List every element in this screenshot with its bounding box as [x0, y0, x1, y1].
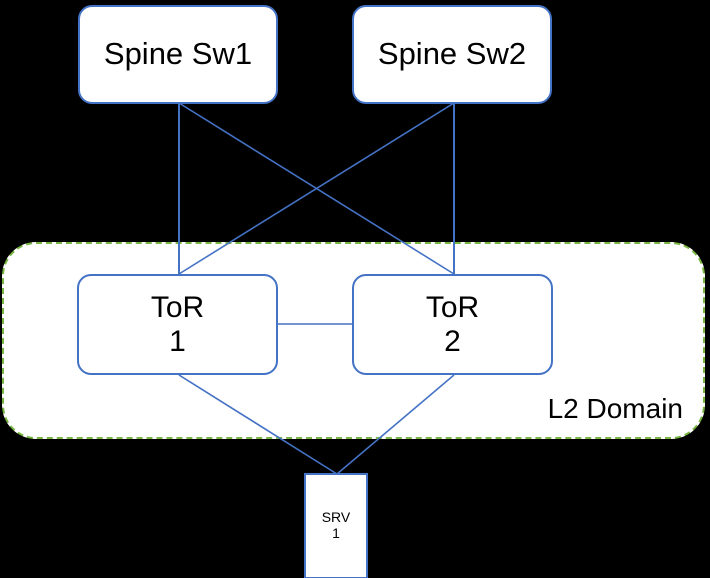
node-tor-1-index: 1 — [169, 324, 186, 358]
node-tor-2[interactable]: ToR 2 — [352, 274, 553, 375]
node-tor-1-label: ToR — [150, 290, 205, 324]
node-tor-1[interactable]: ToR 1 — [77, 274, 278, 375]
node-srv-1-index: 1 — [332, 525, 340, 541]
node-srv-1-label: SRV — [321, 509, 351, 526]
node-spine-sw1-label: Spine Sw1 — [103, 36, 253, 72]
node-spine-sw2[interactable]: Spine Sw2 — [352, 5, 552, 104]
l2-domain-label: L2 Domain — [547, 393, 683, 424]
node-spine-sw2-label: Spine Sw2 — [377, 36, 527, 72]
node-srv-1[interactable]: SRV 1 — [304, 473, 368, 578]
node-spine-sw1[interactable]: Spine Sw1 — [78, 5, 278, 104]
node-tor-2-index: 2 — [444, 324, 461, 358]
node-tor-2-label: ToR — [425, 290, 480, 324]
